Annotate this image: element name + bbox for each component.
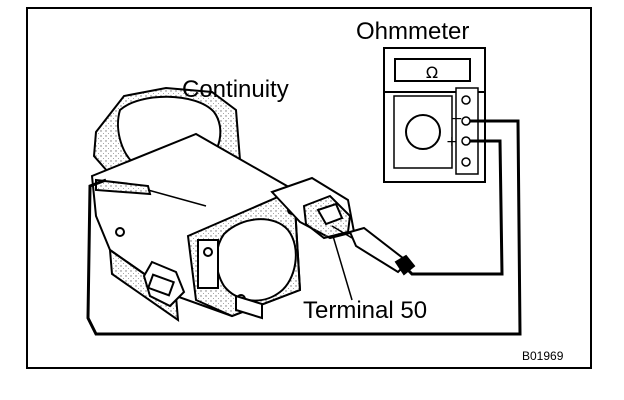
minus-sign: −	[451, 111, 463, 127]
plus-lead	[404, 139, 504, 276]
meter-jack	[461, 157, 471, 167]
terminal-probe	[331, 225, 416, 276]
display-ohm-symbol: Ω	[426, 63, 438, 82]
meter-jack	[461, 95, 471, 105]
terminal-leader-line	[332, 235, 353, 301]
test-leads	[86, 119, 522, 336]
ohmmeter-label: Ohmmeter	[356, 18, 470, 45]
meter-display	[394, 58, 471, 82]
plus-sign: +	[446, 134, 458, 150]
continuity-label: Continuity	[182, 76, 289, 103]
minus-lead	[86, 119, 522, 336]
plus-jack	[461, 136, 471, 146]
terminal-50-label: Terminal 50	[303, 297, 428, 324]
starter-motor-illustration	[90, 86, 356, 323]
test-probe-icon	[95, 178, 207, 207]
minus-jack	[461, 116, 471, 126]
ohmmeter-icon	[383, 47, 486, 183]
diagram-frame	[26, 7, 592, 369]
figure-code: B01969	[522, 349, 564, 363]
meter-dial	[405, 114, 441, 150]
terminal-strip	[455, 87, 479, 175]
